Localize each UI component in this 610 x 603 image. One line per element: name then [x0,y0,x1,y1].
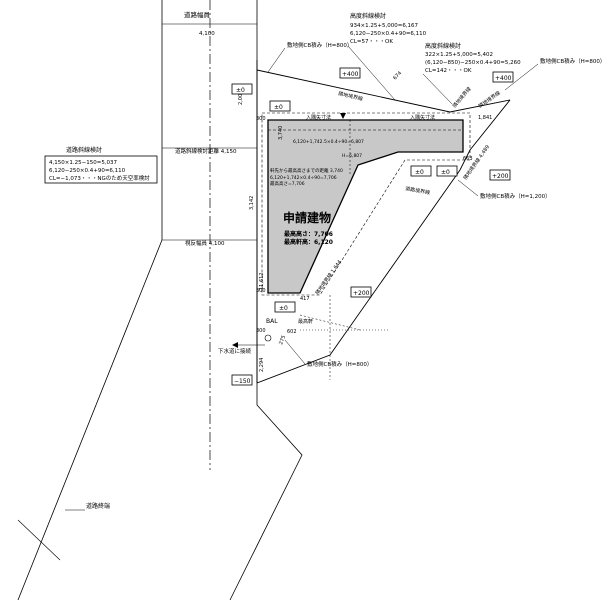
eave-note-1: 軒先から最高高さまでの距離 3,740 [270,167,343,174]
level-minus150-text: −150 [234,378,251,385]
road-boundary-lower-right [229,383,303,601]
road-boundary-lower-left [17,239,163,601]
height-check-1-line1: 934×1.25+5,000=6,167 [350,23,419,29]
dim-417: 417 [300,296,310,302]
dim-300-c: 300 [256,328,266,334]
road-end-line [17,519,61,561]
road-slope-title: 道路斜線検討 [66,146,102,154]
level-pm0-b-text: ±0 [274,104,283,111]
dim-3740: 3,740 [278,126,284,140]
roof-note: 6,120+1,742.5×0.4÷90=6,807 [293,139,364,145]
dim-674: 674 [392,70,403,81]
road-slope-line2: 6,120−250×0.4+90=6,110 [49,168,126,174]
boundary-label-4: 隣地境界線 1,644 [314,259,343,297]
level-pm0-d-text: ±0 [441,169,450,176]
level-plus200-a-text: +200 [492,173,509,180]
level-pm0-a-text: ±0 [236,87,245,94]
road-slope-line3: CL=−1,073・・・NGのため天空率検討 [49,174,150,182]
cb-wall-800-bottom: 敷地側CB積み（H=800） [307,360,372,368]
dim-300-a: 300 [256,116,266,122]
height-check-2-line2: (6,120−850)−250×0.4+90=5,260 [425,60,521,66]
level-pm0-c [410,165,432,177]
boundary-label-6: 道路境界線 [405,185,431,196]
eave-note-3: 最高高さ=7,706 [270,180,305,187]
dim-11612: 11,612 [259,273,265,291]
max-height-label: 最高高さ：7,706 [284,230,333,238]
road-width-value: 4,100 [199,31,215,37]
level-plus400-b [492,71,514,83]
site-boundary-east [256,99,511,384]
site-boundary-north [256,69,511,113]
level-pm0-d [436,165,458,177]
max-eave-mark: 最高軒 [298,318,313,325]
sewer-manhole-icon [264,334,272,342]
boundary-label-3: 隣地境界線 [477,90,502,110]
cb-wall-800-top: 敷地側CB積み（H=800） [287,41,352,49]
sewer-label: 下水道に接続 [218,347,252,355]
level-pm0-b [269,100,291,112]
road-end-label: 道路終端 [86,502,110,510]
level-pm0-e [274,301,296,313]
level-plus400-a-text: +400 [342,71,359,78]
cb-wall-800-bottom-leader [284,339,306,365]
dim-1841: 1,841 [478,115,492,121]
setback-label-2: 入隅矢寸法 [410,114,435,121]
level-plus200-b [350,286,372,298]
level-pm0-c-text: ±0 [415,169,424,176]
road-width-label: 道路幅員 [184,10,211,19]
cb-wall-1200-leader [457,179,479,197]
visual-width: 視反幅員 4,100 [185,239,225,247]
height-check-1-leader [347,45,396,101]
boundary-label-2: 隣地境界線 [451,86,472,110]
height-check-2-leader [422,73,453,105]
bal-label: BAL [266,318,278,325]
boundary-label-5: 隣地境界線 4,489 [462,144,491,182]
dim-663: 663 [463,156,473,162]
setback-outline [261,112,471,296]
level-plus200-a [489,169,511,181]
cb-wall-800-top-leader [267,47,286,73]
level-plus200-b-text: +200 [353,290,370,297]
eave-note-2: 6,120+1,742×0.4÷90=7,706 [270,175,337,181]
height-check-1-line3: CL=57・・・OK [350,39,393,45]
roof-note-2: H=6,807 [342,153,362,159]
setback-label-1: 入隅矢寸法 [306,114,331,121]
level-minus150 [231,374,253,386]
height-check-2-title: 高度斜線検討 [425,42,461,50]
north-marker-icon [340,113,346,119]
height-check-1-title: 高度斜線検討 [350,12,386,20]
cb-wall-1200: 敷地側CB積み（H=1,200） [480,192,551,200]
height-check-1-line2: 6,120−250×0.4+90=6,110 [350,31,427,37]
max-eave-label: 最高軒高：6,120 [284,238,333,246]
dim-3142: 3,142 [249,196,255,210]
dim-602: 602 [287,329,297,335]
dim-2000: 2,000 [238,91,244,105]
sewer-arrow-icon [232,342,238,348]
level-pm0-a [231,83,253,95]
level-plus400-a [339,67,361,79]
cb-wall-800-right-leader [504,63,539,91]
dim-275: 275 [278,335,287,346]
level-pm0-e-text: ±0 [279,305,288,312]
building-title: 申請建物 [283,210,331,225]
road-slope-box [44,155,158,184]
building-footprint [267,119,464,294]
height-check-2-line1: 322×1.25+5,000=5,402 [425,52,493,58]
height-check-2-line3: CL=142・・・OK [425,68,472,74]
cb-wall-800-right: 敷地側CB積み（H=800） [540,57,605,65]
dim-2294: 2,294 [259,358,265,372]
road-slope-line1: 4,150×1.25−150=5,037 [49,160,118,166]
dim-300-b: 300 [256,288,266,294]
road-slope-dist: 道路斜線検討距離 4,150 [175,147,237,155]
level-plus400-b-text: +400 [495,75,512,82]
